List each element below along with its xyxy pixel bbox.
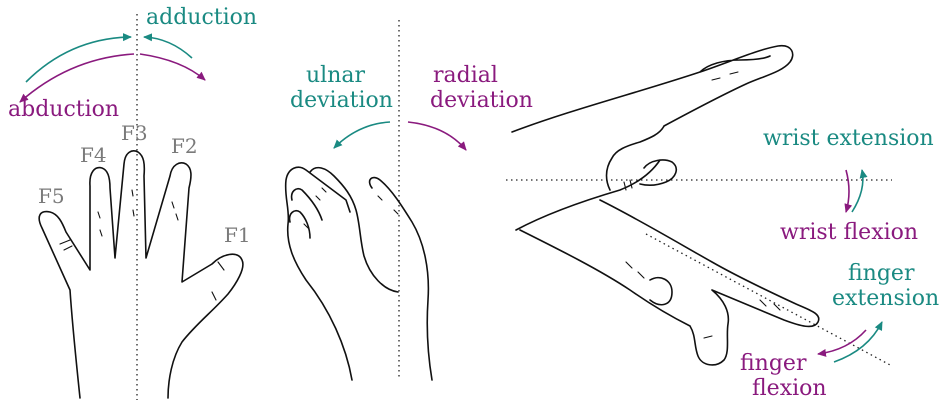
- extended-hand-drawing: [512, 46, 793, 230]
- abduction-label: abduction: [8, 97, 119, 122]
- hand-crease: [378, 196, 398, 214]
- adduction-label: adduction: [146, 5, 257, 30]
- finger-extension-arrow: [834, 322, 882, 362]
- ulnar-deviation-arrow: [334, 122, 390, 148]
- abduction-arrow-right: [140, 54, 205, 80]
- finger-label-f1: F1: [224, 223, 251, 247]
- wrist-extension-arrow: [852, 170, 863, 212]
- finger-flexion-label-line2: flexion: [752, 376, 827, 401]
- hand-crease: [316, 188, 326, 200]
- hand-crease: [132, 190, 134, 216]
- radial-label-line2: deviation: [430, 88, 533, 113]
- side-hand-drawing: [286, 167, 432, 380]
- hand-crease: [218, 262, 224, 270]
- wrist-extension-label: wrist extension: [763, 126, 934, 151]
- ulnar-label-line2: deviation: [290, 88, 393, 113]
- finger-flexion-arrow: [818, 330, 866, 354]
- finger-abduction-panel: adduction abduction F5 F4 F3 F2 F1: [8, 5, 257, 400]
- hand-crease: [712, 72, 738, 80]
- flexed-hand-drawing: [520, 200, 819, 365]
- finger-label-f3: F3: [121, 121, 148, 145]
- radial-deviation-arrow: [408, 122, 466, 150]
- finger-extension-label-line1: finger: [848, 261, 915, 286]
- hand-crease: [704, 336, 712, 338]
- hand-crease: [98, 212, 102, 236]
- finger-label-f2: F2: [171, 134, 198, 158]
- hand-crease: [760, 300, 780, 310]
- hand-crease: [624, 180, 632, 190]
- finger-flexion-label-line1: finger: [740, 351, 807, 376]
- abduction-arrow-left: [20, 54, 134, 102]
- finger-label-f4: F4: [80, 143, 107, 167]
- wrist-deviation-panel: ulnar deviation radial deviation: [286, 20, 533, 380]
- wrist-flexion-arrow: [846, 170, 849, 212]
- hand-crease: [60, 240, 72, 250]
- flexion-extension-panel: wrist extension wrist flexion finger ext…: [506, 46, 939, 401]
- ulnar-label-line1: ulnar: [306, 63, 365, 88]
- finger-label-f5: F5: [38, 184, 65, 208]
- radial-label-line1: radial: [433, 63, 498, 88]
- wrist-flexion-label: wrist flexion: [780, 220, 918, 245]
- hand-crease: [626, 262, 644, 278]
- adduction-arrow-right: [144, 37, 192, 58]
- hand-crease: [172, 202, 178, 220]
- adduction-arrow-left: [26, 37, 131, 82]
- finger-extension-label-line2: extension: [832, 286, 939, 311]
- hand-crease: [212, 292, 216, 300]
- open-hand-drawing: [39, 151, 243, 398]
